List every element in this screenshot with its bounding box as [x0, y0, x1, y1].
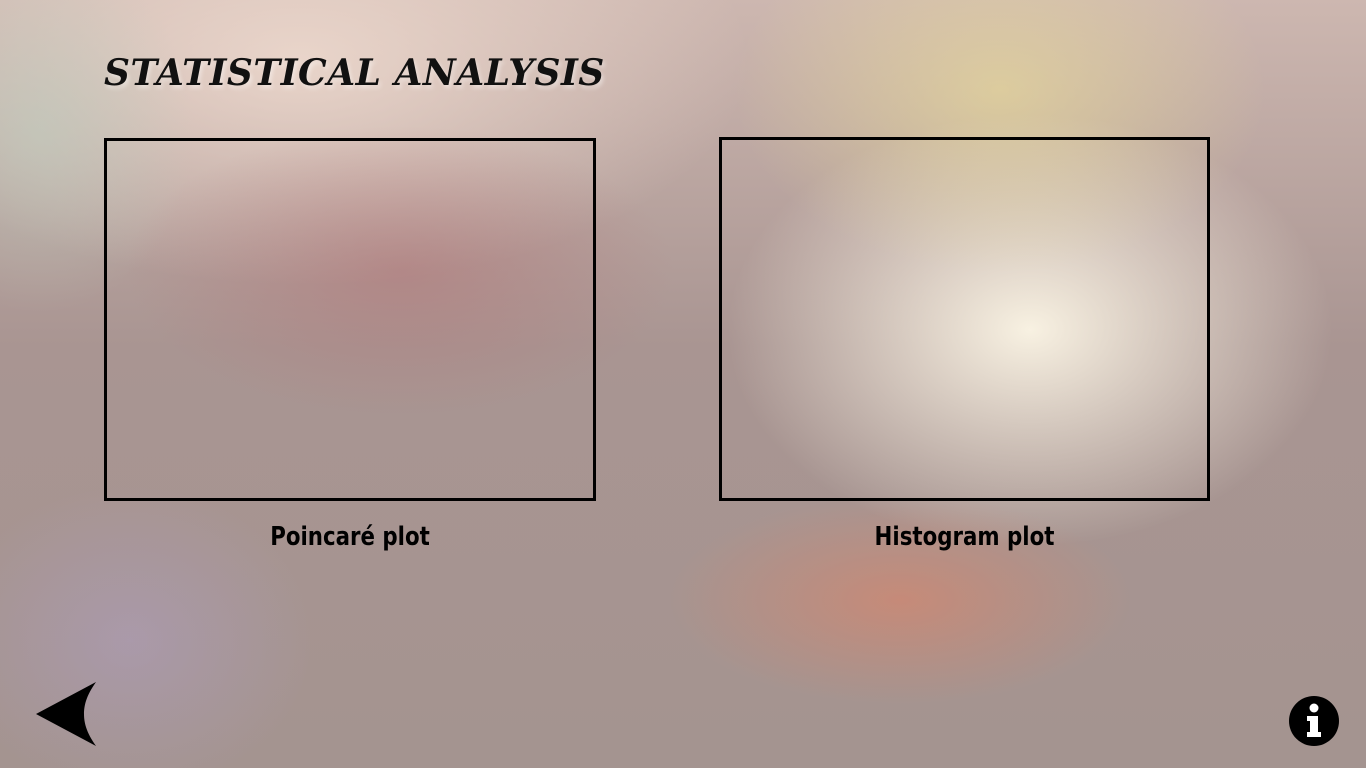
page-title: STATISTICAL ANALYSIS	[104, 52, 605, 94]
back-arrow-icon	[36, 682, 96, 746]
info-button[interactable]	[1288, 695, 1340, 747]
histogram-plot-frame	[719, 137, 1210, 501]
histogram-plot-caption: Histogram plot	[874, 522, 1055, 552]
poincare-plot-caption: Poincaré plot	[270, 522, 430, 552]
info-icon	[1289, 696, 1339, 746]
back-button[interactable]	[36, 682, 98, 746]
poincare-plot-frame	[104, 138, 596, 501]
